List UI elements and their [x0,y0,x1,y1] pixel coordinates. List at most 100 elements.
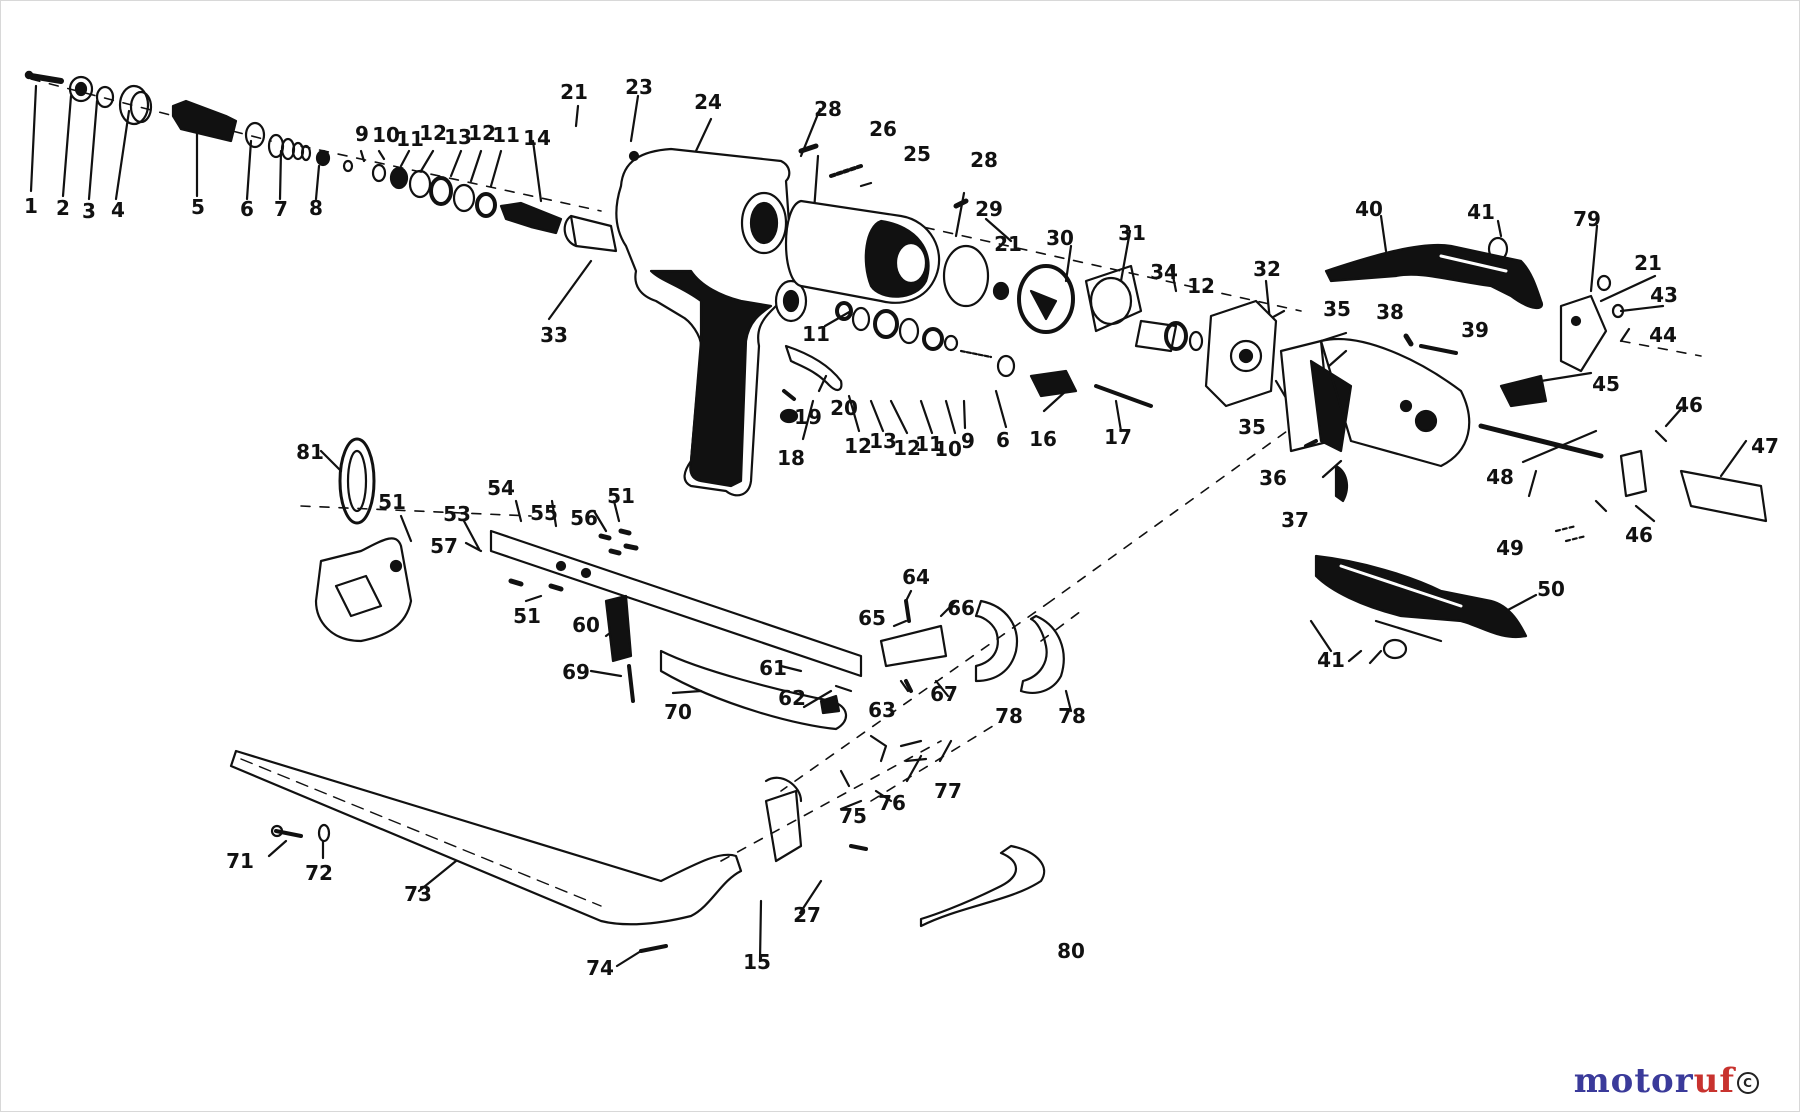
part-label: 6 [996,428,1010,452]
part-label: 11 [396,127,424,151]
screw-part-1 [24,70,64,84]
bracket-part-65 [879,624,948,668]
part-label: 10 [372,123,400,147]
nut-part-21 [992,281,1010,301]
part-label: 49 [1496,536,1524,560]
bracket-part-51 [314,537,413,643]
part-label: 21 [1634,251,1662,275]
part-label: 9 [355,122,369,146]
washer-part-10b [922,327,944,351]
part-label: 23 [625,75,653,99]
part-label: 60 [572,613,600,637]
part-label: 26 [869,117,897,141]
guard-part-78b [1019,614,1065,694]
washer-part-10 [371,163,387,183]
part-label: 71 [226,849,254,873]
part-label: 51 [513,604,541,628]
part-label: 34 [1150,260,1178,284]
part-label: 65 [858,606,886,630]
watermark-text-2: uf [1693,1061,1735,1101]
part-label: 12 [1187,274,1215,298]
part-label: 28 [814,97,842,121]
part-label: 24 [694,90,722,114]
part-label: 12 [419,121,447,145]
nut-part-8 [315,149,331,167]
screws-part-56 [598,528,639,556]
part-label: 56 [570,506,598,530]
part-label: 27 [793,903,821,927]
part-label: 46 [1625,523,1653,547]
part-label: 13 [444,125,472,149]
part-label: 14 [523,126,551,150]
screw-part-27 [849,844,868,851]
part-label: 45 [1592,372,1620,396]
nut-part-62 [819,694,841,715]
part-label: 19 [794,405,822,429]
part-label: 30 [1046,226,1074,250]
bushing-part-41 [1487,236,1509,262]
part-label: 33 [540,323,568,347]
pin-part-28 [798,143,819,154]
part-label: 53 [443,502,471,526]
bolt-part-71 [274,829,303,838]
bushing-part-33 [563,214,618,253]
part-label: 62 [778,686,806,710]
clip-part-61 [834,684,853,693]
ring-part-4 [118,84,150,126]
rail-part-70 [659,649,847,731]
gasket-part-81 [338,437,376,525]
rod-part-17 [1094,384,1153,408]
part-label: 66 [947,596,975,620]
nut-part-18 [779,408,799,424]
part-label: 79 [1573,207,1601,231]
part-label: 6 [240,197,254,221]
oring-part-12 [408,169,432,199]
part-label: 70 [664,700,692,724]
part-label: 73 [404,882,432,906]
pin-part-9 [342,159,354,173]
part-label: 80 [1057,939,1085,963]
ring-part-13b [873,309,899,339]
part-label: 11 [492,123,520,147]
valve-stem-part-14 [499,201,563,235]
part-label: 18 [777,446,805,470]
screw-part-67 [904,679,913,693]
part-label: 5 [191,195,205,219]
pin-part-36 [1304,439,1318,448]
part-label: 78 [1058,704,1086,728]
part-label: 36 [1259,466,1287,490]
part-label: 39 [1461,318,1489,342]
part-label: 43 [1650,283,1678,307]
leader-line [547,259,1123,441]
part-label: 75 [839,804,867,828]
clip-part-76 [869,734,888,763]
clip-part-46b [1594,429,1668,513]
clip-part-49 [1554,524,1588,543]
part-label: 74 [586,956,614,980]
part-label: 15 [743,950,771,974]
screw-part-19 [782,389,796,401]
part-label: 25 [903,142,931,166]
ring-part-13 [429,176,453,206]
plate-part-47 [1679,469,1768,523]
nut-part-3 [95,85,115,109]
nut-part-21b [1596,274,1612,292]
part-label: 13 [869,429,897,453]
part-label: 47 [1751,434,1779,458]
guard-part-80 [919,844,1046,928]
part-label: 48 [1486,465,1514,489]
spring-part-37 [1334,464,1349,503]
part-label: 16 [1029,427,1057,451]
washer-part-2 [68,75,94,103]
part-label: 10 [934,437,962,461]
part-label: 3 [82,199,96,223]
clip-part-66 [939,599,958,618]
leader-line [1264,214,1748,665]
part-label: 55 [530,501,558,525]
part-label: 35 [1238,415,1266,439]
part-label: 61 [759,656,787,680]
guard-part-78 [974,599,1019,683]
part-label: 8 [309,196,323,220]
